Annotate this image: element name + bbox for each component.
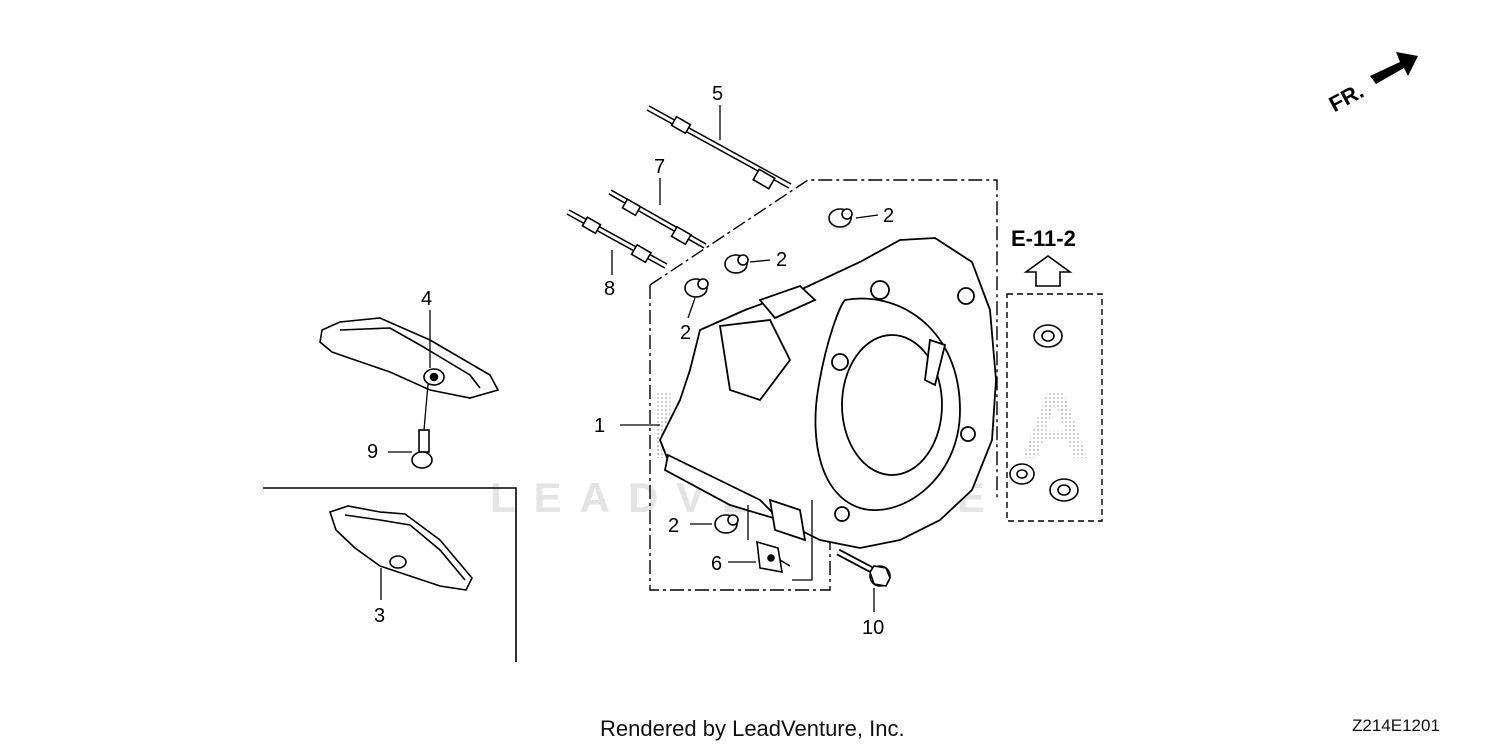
callout-1: 1 bbox=[594, 415, 605, 437]
callout-2-bottom: 2 bbox=[668, 515, 679, 537]
part-9-screw bbox=[411, 429, 433, 469]
callout-2-mid: 2 bbox=[776, 249, 787, 271]
callout-7: 7 bbox=[654, 156, 665, 178]
separator-line bbox=[263, 487, 517, 662]
leader-lines bbox=[380, 105, 879, 612]
part-7-stud bbox=[608, 189, 707, 249]
reference-group: E-11-2 bbox=[1011, 226, 1076, 287]
callout-5: 5 bbox=[712, 83, 723, 105]
collar-mid bbox=[724, 254, 749, 274]
part-8-stud bbox=[566, 209, 668, 269]
part-3-guide-plate bbox=[328, 505, 473, 591]
collar-top bbox=[828, 208, 853, 228]
nut-upper bbox=[1033, 324, 1063, 348]
callout-8: 8 bbox=[604, 278, 615, 300]
callout-3: 3 bbox=[374, 605, 385, 627]
callout-labels: 5 7 8 2 2 2 1 4 9 3 2 6 10 bbox=[367, 83, 894, 639]
footer-credit: Rendered by LeadVenture, Inc. bbox=[600, 716, 905, 741]
part-5-stud bbox=[646, 105, 792, 190]
nut-lower-right bbox=[1049, 478, 1079, 502]
nut-lower-left bbox=[1009, 463, 1035, 485]
part-6-clip bbox=[756, 540, 791, 573]
callout-10: 10 bbox=[862, 617, 884, 639]
callout-2-left: 2 bbox=[680, 322, 691, 344]
part-10-bolt bbox=[836, 548, 891, 587]
front-arrow-icon: FR. bbox=[1325, 52, 1418, 117]
flange-nuts bbox=[1009, 324, 1079, 502]
reference-arrow-icon bbox=[1023, 255, 1073, 287]
collar-bottom bbox=[714, 514, 739, 534]
diagram-code: Z214E1201 bbox=[1352, 716, 1440, 735]
part-2-collars bbox=[684, 208, 853, 534]
reference-label: E-11-2 bbox=[1011, 226, 1076, 251]
assembly-group-lines bbox=[649, 179, 1103, 591]
part-4-guide-plate bbox=[319, 317, 500, 399]
callout-2-top: 2 bbox=[883, 205, 894, 227]
callout-6: 6 bbox=[711, 553, 722, 575]
part-1-fan-shroud bbox=[659, 237, 997, 549]
callout-4: 4 bbox=[421, 288, 432, 310]
collar-left bbox=[684, 278, 709, 298]
front-label: FR. bbox=[1325, 78, 1368, 117]
callout-9: 9 bbox=[367, 441, 378, 463]
